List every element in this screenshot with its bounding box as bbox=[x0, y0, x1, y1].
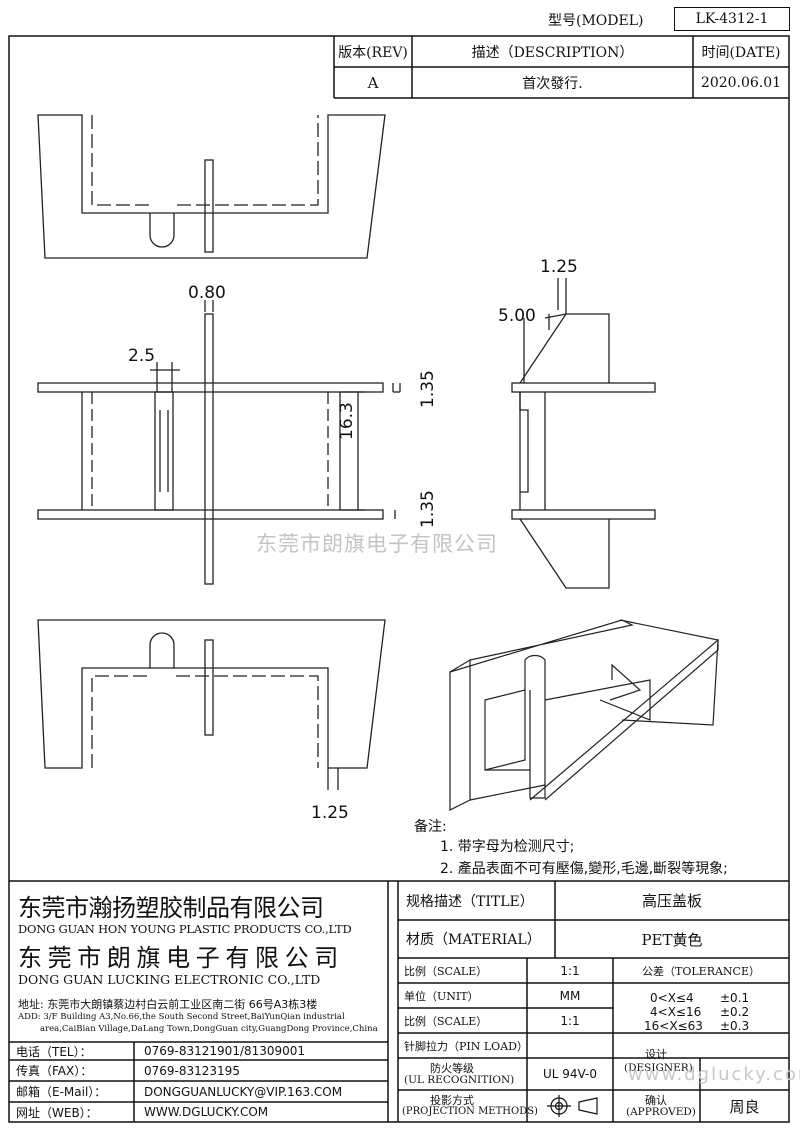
watermark-url: www.dglucky.com bbox=[628, 1064, 800, 1085]
dim-0-80: 0.80 bbox=[188, 283, 226, 303]
company-name-1-en: DONG GUAN HON YOUNG PLASTIC PRODUCTS CO.… bbox=[18, 922, 352, 936]
date-value: 2020.06.01 bbox=[700, 74, 782, 91]
desc-value: 首次發行. bbox=[522, 75, 583, 92]
dim-1-25-top: 1.25 bbox=[540, 257, 578, 277]
tol-value-3: ±0.3 bbox=[720, 1019, 750, 1033]
spec-material-label: 材质（MATERIAL） bbox=[406, 932, 541, 948]
front-view bbox=[37, 300, 401, 585]
top-view bbox=[37, 114, 386, 259]
contact-web-value[interactable]: WWW.DGLUCKY.COM bbox=[144, 1105, 269, 1119]
spec-ul-value: UL 94V-0 bbox=[542, 1067, 598, 1081]
date-header: 时间(DATE) bbox=[701, 44, 781, 61]
company-address: 地址: 东莞市大朗镇蔡边村白云前工业区南二街 66号A3栋3楼 bbox=[18, 998, 318, 1011]
contact-fax-label: 传真（FAX）： bbox=[16, 1064, 93, 1078]
dim-1-35-a: 1.35 bbox=[418, 370, 438, 408]
notes-title: 备注: bbox=[414, 819, 447, 835]
dim-5-00: 5.00 bbox=[498, 306, 536, 326]
contact-web-label: 网址（WEB）： bbox=[16, 1105, 98, 1120]
projection-symbol-icon bbox=[547, 1095, 598, 1117]
desc-header: 描述（DESCRIPTION） bbox=[471, 44, 634, 61]
spec-title-value: 高压盖板 bbox=[641, 892, 702, 910]
contact-tel-label: 电话（TEL）： bbox=[16, 1044, 92, 1059]
spec-proj-label-1: 投影方式 bbox=[430, 1094, 474, 1107]
rev-value: A bbox=[367, 73, 379, 92]
contact-tel-value: 0769-83121901/81309001 bbox=[144, 1044, 306, 1058]
notes-line-1: 1. 带字母为检测尺寸; bbox=[440, 839, 575, 855]
tol-range-3: 16<X≤63 bbox=[644, 1019, 703, 1033]
spec-approved-label-1: 确认 bbox=[645, 1094, 667, 1107]
spec-tolerance-label: 公差（TOLERANCE） bbox=[642, 964, 760, 978]
spec-approver-value: 周良 bbox=[729, 1097, 760, 1116]
spec-ul-label-2: (UL RECOGNITION) bbox=[404, 1074, 515, 1086]
spec-scale-value: 1:1 bbox=[560, 963, 580, 978]
company-name-1: 东莞市瀚扬塑胶制品有限公司 bbox=[18, 894, 324, 922]
isometric-view bbox=[449, 619, 719, 811]
tol-value-2: ±0.2 bbox=[720, 1005, 750, 1019]
dim-1-35-b: 1.35 bbox=[418, 490, 438, 528]
side-view bbox=[511, 278, 656, 589]
spec-ul-label-1: 防火等级 bbox=[430, 1062, 474, 1075]
contact-email-label: 邮箱（E-Mail）： bbox=[16, 1085, 107, 1099]
bottom-view bbox=[37, 619, 386, 790]
spec-title-label: 规格描述（TITLE） bbox=[406, 893, 534, 910]
spec-material-value: PET黄色 bbox=[641, 930, 703, 949]
watermark-text: 东莞市朗旗电子有限公司 bbox=[256, 532, 498, 556]
tol-range-1: 0<X≤4 bbox=[650, 991, 694, 1005]
notes-line-2: 2. 產品表面不可有壓傷,變形,毛邊,斷裂等現象; bbox=[440, 861, 728, 877]
spec-scale-label: 比例（SCALE） bbox=[404, 964, 488, 978]
company-name-2: 东 莞 市 朗 旗 电 子 有 限 公 司 bbox=[18, 944, 338, 972]
dim-2-5: 2.5 bbox=[128, 346, 156, 366]
rev-header: 版本(REV) bbox=[338, 44, 408, 61]
spec-proj-label-2: (PROJECTION METHODS) bbox=[402, 1106, 538, 1117]
spec-unit-value: MM bbox=[559, 988, 581, 1003]
dim-16-3: 16.3 bbox=[337, 402, 357, 440]
spec-designer-label-1: 设计 bbox=[645, 1048, 667, 1061]
contact-fax-value: 0769-83123195 bbox=[144, 1063, 240, 1078]
company-address-en-2: area,CaiBian Village,DaLang Town,DongGua… bbox=[40, 1024, 378, 1034]
contact-email-value[interactable]: DONGGUANLUCKY@VIP.163.COM bbox=[144, 1084, 343, 1099]
dim-1-25-bottom: 1.25 bbox=[311, 803, 349, 823]
tol-value-1: ±0.1 bbox=[720, 991, 750, 1005]
technical-drawing bbox=[37, 114, 719, 811]
spec-pin-label: 针脚拉力（PIN LOAD） bbox=[404, 1039, 526, 1053]
spec-scale2-label: 比例（SCALE） bbox=[404, 1014, 488, 1028]
spec-approved-label-2: (APPROVED) bbox=[626, 1106, 696, 1118]
company-name-2-en: DONG GUAN LUCKING ELECTRONIC CO.,LTD bbox=[18, 972, 321, 987]
model-label: 型号(MODEL) bbox=[548, 13, 644, 29]
tol-range-2: 4<X≤16 bbox=[650, 1005, 702, 1019]
spec-designer-label-2: (DESIGNER) bbox=[624, 1062, 693, 1074]
company-address-en-1: ADD: 3/F Building A3,No.66,the South Sec… bbox=[18, 1012, 345, 1022]
spec-unit-label: 单位（UNIT） bbox=[404, 989, 479, 1003]
model-value: LK-4312-1 bbox=[674, 7, 790, 31]
spec-scale2-value: 1:1 bbox=[560, 1013, 580, 1028]
